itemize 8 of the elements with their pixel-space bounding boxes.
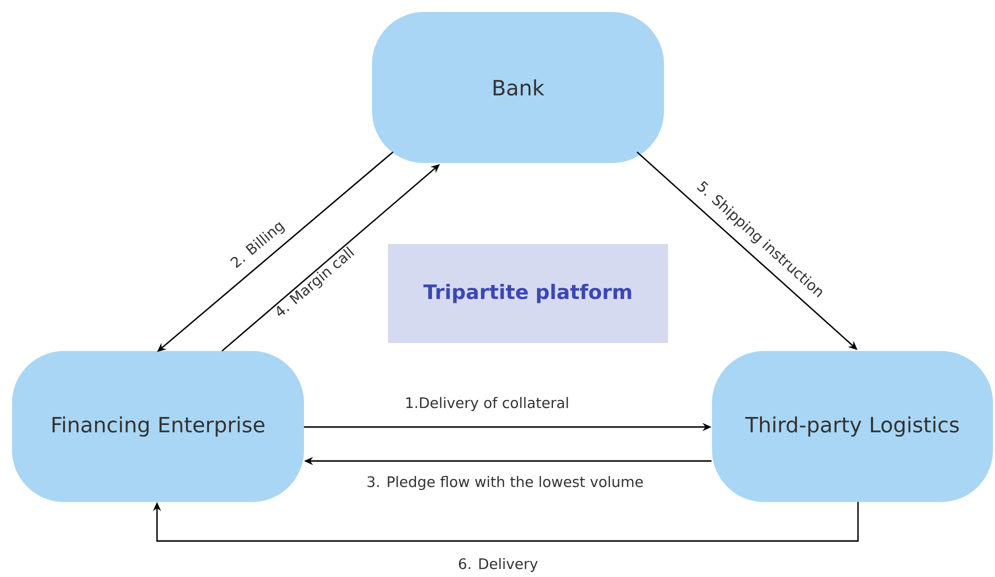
rounded-box: Third-party Logistics bbox=[712, 351, 993, 502]
edge-label: 3. Pledge flow with the lowest volume bbox=[365, 474, 645, 491]
arrow bbox=[152, 502, 859, 542]
rounded-box: Bank bbox=[372, 12, 664, 163]
edge-label: 6. Delivery bbox=[456, 556, 540, 573]
platform-box: Tripartite platform bbox=[388, 244, 668, 343]
edge-label: 1.Delivery of collateral bbox=[404, 396, 570, 412]
rounded-box: Financing Enterprise bbox=[12, 351, 304, 502]
